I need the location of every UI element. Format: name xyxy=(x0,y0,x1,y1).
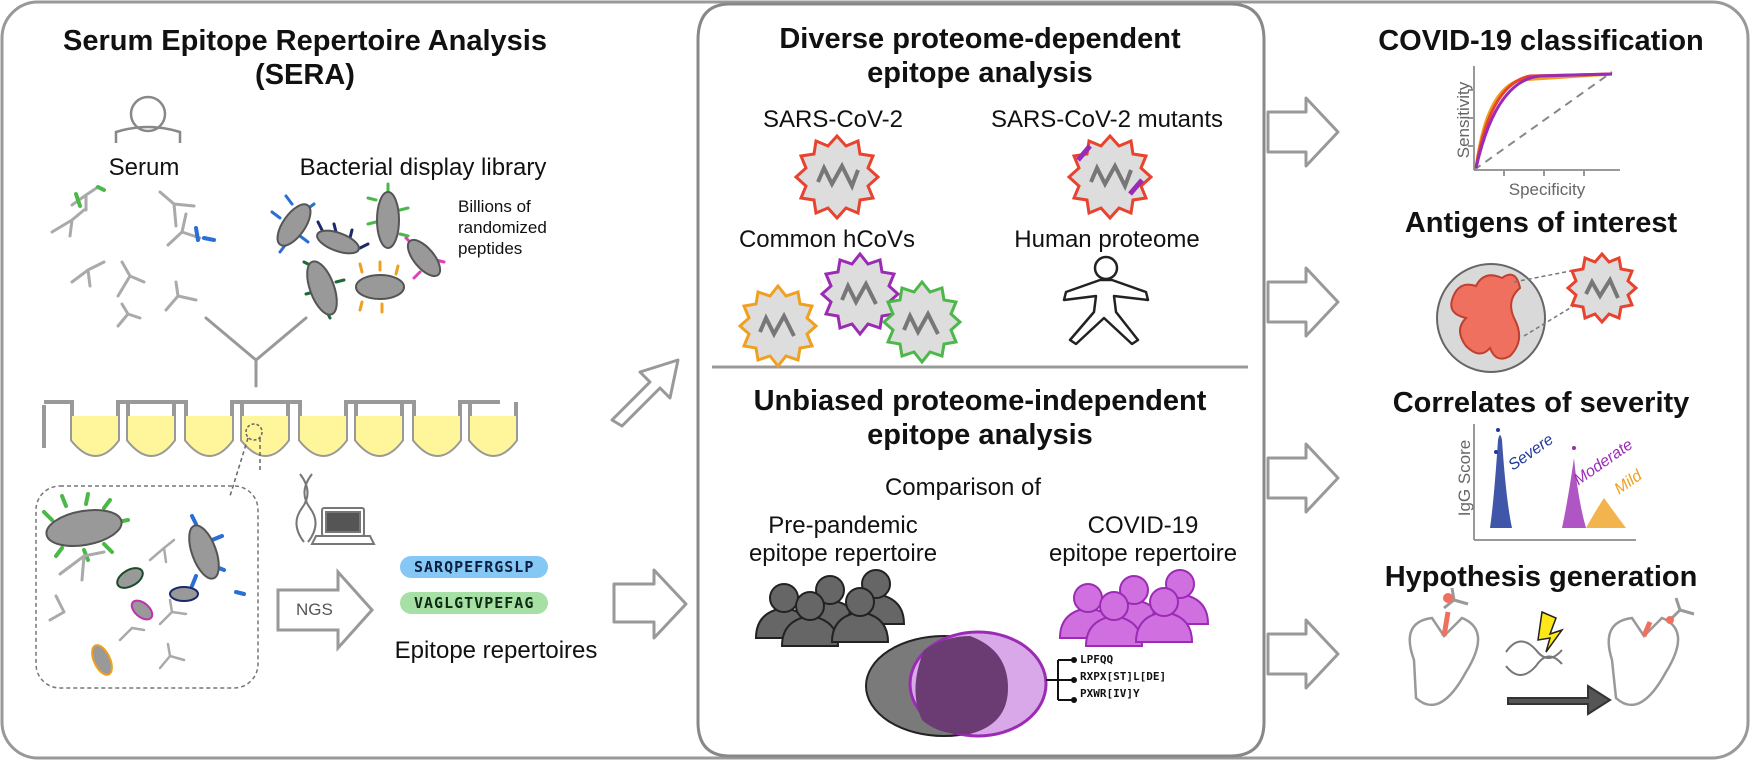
dna-sequencer-icon xyxy=(295,473,376,545)
motif-item: LPFQQ xyxy=(1080,653,1114,666)
sensitivity-label: Sensitivity xyxy=(1454,81,1473,159)
covid-repertoire-line2: epitope repertoire xyxy=(1048,540,1238,567)
sars-cov-2-label: SARS-CoV-2 xyxy=(762,106,904,133)
ngs-label: NGS xyxy=(296,600,333,619)
igg-score-label: IgG Score xyxy=(1455,439,1474,517)
specificity-label: Specificity xyxy=(1508,180,1586,199)
person-icon xyxy=(114,95,182,143)
motif-item: RXPX[ST]L[DE] xyxy=(1080,670,1167,683)
virus-sars-cov-2 xyxy=(793,133,881,221)
proteome-independent-title: Unbiased proteome-independent epitope an… xyxy=(712,384,1248,452)
middle-panel-border xyxy=(696,2,1266,758)
zoom-contents xyxy=(42,492,246,676)
bacteria-library xyxy=(270,182,446,320)
sera-title-line2: (SERA) xyxy=(255,59,355,91)
billions-line3: peptides xyxy=(458,239,523,258)
arrow-to-severity xyxy=(1266,442,1340,514)
sequence-green: VAGLGTVPEFAG xyxy=(400,592,549,614)
sars-mutants-label: SARS-CoV-2 mutants xyxy=(990,106,1224,133)
ngs-arrow xyxy=(276,568,375,652)
covid-repertoire-label: COVID-19 epitope repertoire xyxy=(1030,512,1256,568)
pre-pandemic-line1: Pre-pandemic xyxy=(768,512,918,539)
covid-repertoire-line1: COVID-19 xyxy=(1087,512,1199,539)
sera-title-line1: Serum Epitope Repertoire Analysis xyxy=(62,25,547,57)
arrow-left-to-middle-bottom xyxy=(612,568,688,640)
proteome-independent-line2: epitope analysis xyxy=(867,419,1093,451)
pre-pandemic-label: Pre-pandemic epitope repertoire xyxy=(720,512,966,568)
comparison-label: Comparison of xyxy=(884,474,1042,501)
arrow-to-antigens xyxy=(1266,266,1340,338)
arrow-to-classification xyxy=(1266,96,1340,168)
microwell-plate xyxy=(42,400,518,497)
virus-hcov-green xyxy=(881,279,963,365)
proteome-dependent-title: Diverse proteome-dependent epitope analy… xyxy=(712,22,1248,90)
arrow-to-hypothesis xyxy=(1266,618,1340,690)
covid-classification-title: COVID-19 classification xyxy=(1378,25,1704,57)
serum-label: Serum xyxy=(108,154,180,181)
motif-list: LPFQQ RXPX[ST]L[DE] PXWR[IV]Y xyxy=(1080,651,1200,702)
virus-sars-cov-2-mutant xyxy=(1066,133,1154,221)
antigen-illustration xyxy=(1436,251,1639,373)
zoom-box xyxy=(35,485,259,689)
hollow-arrows xyxy=(610,96,1340,690)
crowd-covid xyxy=(1058,569,1210,647)
severity-title: Correlates of severity xyxy=(1392,387,1690,419)
sera-title: Serum Epitope Repertoire Analysis (SERA) xyxy=(18,24,592,92)
arrow-left-to-middle-top xyxy=(610,358,680,428)
antibody-icons xyxy=(50,185,202,328)
motif-item: PXWR[IV]Y xyxy=(1080,687,1140,700)
roc-plot xyxy=(1468,66,1620,176)
repertoires-label: Epitope repertoires xyxy=(394,637,598,664)
human-figure-icon xyxy=(1062,255,1150,346)
common-hcovs-label: Common hCoVs xyxy=(738,226,916,253)
funnel-arrow xyxy=(204,316,308,388)
human-proteome-label: Human proteome xyxy=(1014,226,1200,253)
pre-pandemic-line2: epitope repertoire xyxy=(748,540,938,567)
library-label: Bacterial display library xyxy=(299,154,547,181)
billions-label: Billions of randomized peptides xyxy=(458,196,598,259)
antibody-tips xyxy=(74,185,216,242)
severity-plot xyxy=(1473,424,1636,541)
antigens-title: Antigens of interest xyxy=(1404,207,1678,239)
billions-line1: Billions of xyxy=(458,197,531,216)
sequence-blue: SARQPEFRGSLP xyxy=(400,556,549,578)
virus-hcov-orange xyxy=(737,283,819,369)
crowd-pre-pandemic xyxy=(754,569,906,647)
proteome-independent-line1: Unbiased proteome-independent xyxy=(753,385,1207,417)
venn-diagram xyxy=(865,630,1077,738)
billions-line2: randomized xyxy=(458,218,547,237)
hypothesis-illustration xyxy=(1408,587,1695,716)
virus-hcov-purple xyxy=(819,251,901,337)
hypothesis-title: Hypothesis generation xyxy=(1384,561,1698,593)
proteome-dependent-line1: Diverse proteome-dependent xyxy=(779,23,1181,55)
proteome-dependent-line2: epitope analysis xyxy=(867,57,1093,89)
